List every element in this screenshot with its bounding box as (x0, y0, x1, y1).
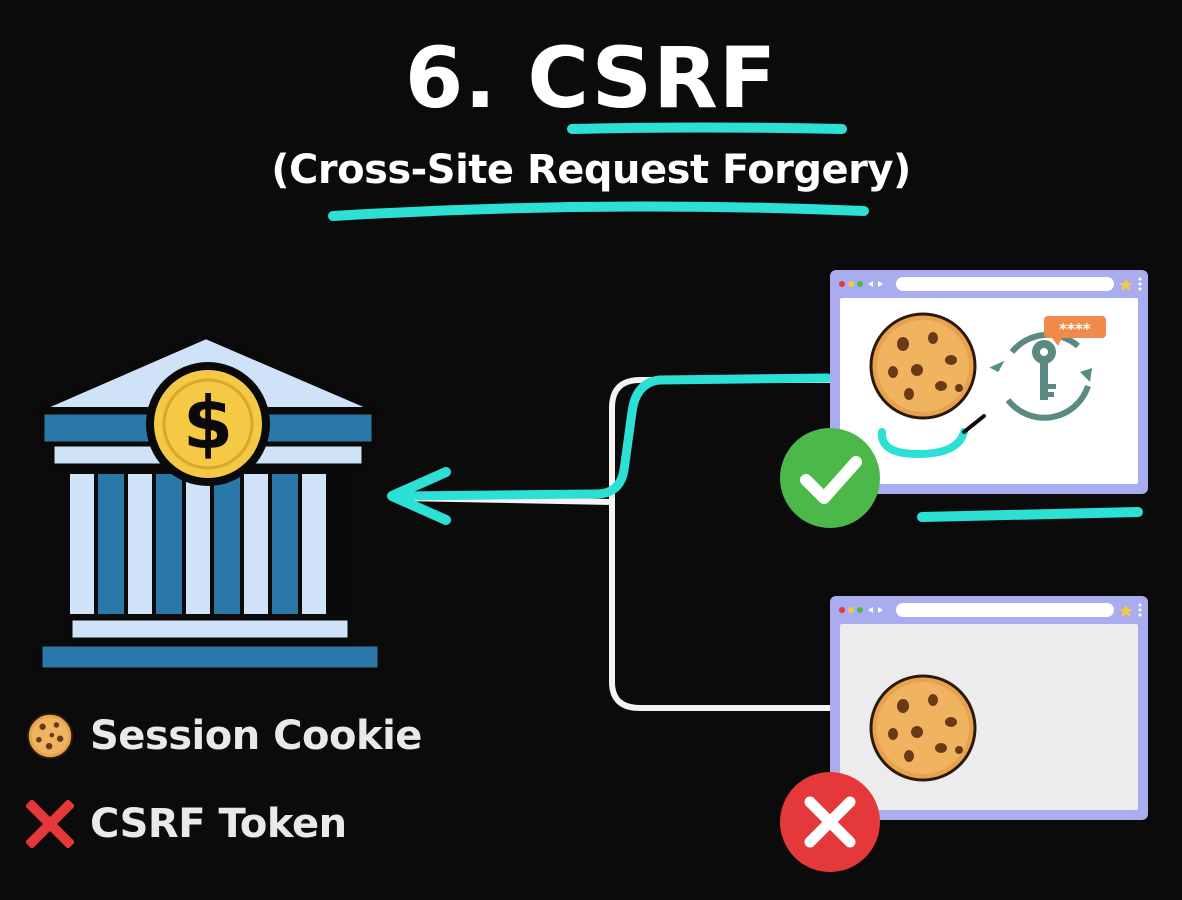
password-mask: **** (1059, 320, 1091, 338)
request-lines (609, 377, 832, 711)
bank-icon (33, 333, 383, 673)
valid-request-highlight (395, 373, 833, 501)
legend-label: Session Cookie (90, 713, 422, 759)
pen-icon (962, 414, 986, 434)
title: 6. CSRF (404, 29, 778, 127)
token-highlight (877, 428, 968, 459)
arrow-head-icon (387, 467, 451, 525)
subtitle: (Cross-Site Request Forgery) (271, 147, 911, 193)
browser-underline (917, 507, 1143, 522)
legend-session-cookie: Session Cookie (26, 712, 422, 760)
cross-icon (780, 772, 880, 872)
subtitle-underline (328, 201, 869, 221)
title-underline (567, 122, 847, 134)
dollar-symbol: $ (183, 381, 233, 465)
cookie-icon (869, 674, 977, 782)
cross-icon (26, 800, 74, 848)
legend-csrf-token: CSRF Token (26, 800, 347, 848)
cookie-icon (26, 712, 74, 760)
check-icon (780, 428, 880, 528)
legend-label: CSRF Token (90, 801, 347, 847)
cookie-icon (869, 312, 977, 420)
key-rotation-icon (989, 316, 1106, 421)
